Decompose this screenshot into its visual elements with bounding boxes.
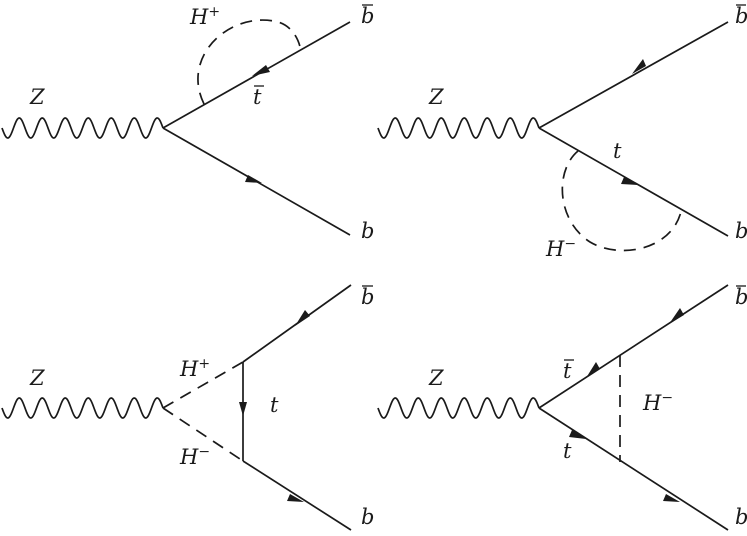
fermion-arrow	[586, 362, 600, 378]
fermion-arrow	[239, 402, 247, 416]
fermion-arrow	[632, 59, 646, 74]
z-label: Z	[29, 85, 45, 109]
bottom-label: b	[735, 219, 747, 243]
bottom-line	[538, 127, 729, 237]
top-label: t	[563, 439, 572, 463]
antitop-label: t	[253, 85, 262, 109]
fermion-arrow	[295, 310, 310, 326]
antitop-label: t	[563, 359, 572, 383]
fermion-arrow	[252, 65, 270, 76]
antibottom-label: b	[735, 4, 747, 28]
antibottom-line	[538, 21, 729, 129]
charged-higgs-upper	[162, 361, 244, 409]
bottom-label: b	[361, 505, 374, 529]
fermion-arrow	[287, 494, 304, 502]
diagram-1: Z H+ t b b	[1, 4, 374, 243]
fermion-arrow	[621, 177, 638, 185]
bottom-label: b	[735, 505, 747, 529]
z-boson-line	[1, 117, 164, 139]
top-label: t	[270, 393, 279, 417]
fermion-arrow	[245, 175, 262, 183]
charged-higgs-loop	[197, 19, 302, 105]
diagram-2: Z t H− b b	[377, 4, 747, 261]
antibottom-label: b	[361, 4, 374, 28]
fermion-arrow	[663, 494, 680, 502]
fermion-arrow	[669, 308, 684, 324]
higgs-minus-label: H−	[179, 444, 210, 469]
diagram-4: Z t t H− b b	[377, 284, 747, 531]
z-boson-line	[377, 397, 540, 419]
bottom-line	[538, 407, 729, 531]
fermion-arrow	[569, 430, 586, 439]
z-label: Z	[428, 85, 444, 109]
z-boson-line	[377, 117, 540, 139]
bottom-line	[242, 460, 352, 531]
higgs-label: H+	[189, 4, 220, 29]
bottom-label: b	[361, 219, 374, 243]
charged-higgs-loop	[561, 150, 683, 252]
z-label: Z	[428, 366, 444, 390]
higgs-plus-label: H+	[179, 356, 210, 381]
antibottom-label: b	[361, 285, 374, 309]
higgs-label: H−	[545, 236, 576, 261]
charged-higgs-lower	[162, 407, 244, 462]
higgs-label: H−	[642, 390, 673, 415]
z-label: Z	[29, 366, 45, 390]
antibottom-line	[538, 284, 729, 409]
antibottom-label: b	[735, 285, 747, 309]
z-boson-line	[1, 397, 164, 419]
diagram-3: Z H+ H− t b b	[1, 284, 374, 531]
top-label: t	[613, 139, 622, 163]
